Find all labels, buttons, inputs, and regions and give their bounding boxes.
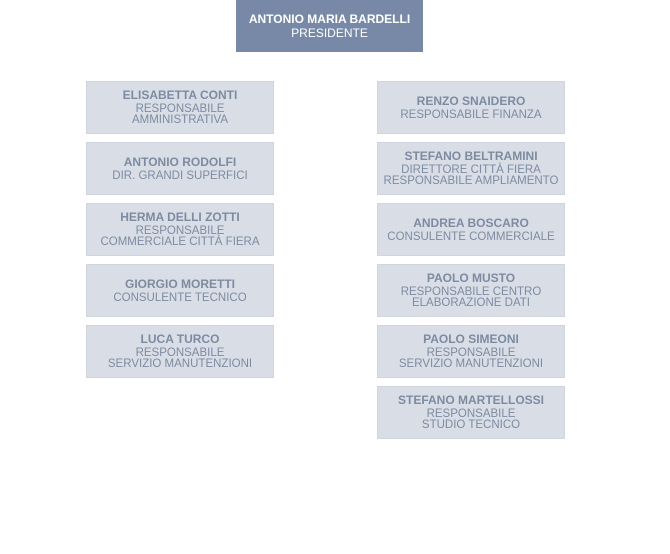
- org-box-left-1: ELISABETTA CONTI RESPONSABILE AMMINISTRA…: [86, 81, 274, 134]
- org-box-role: RESPONSABILE COMMERCIALE CITTÀ FIERA: [100, 225, 260, 248]
- org-box-right-4: PAOLO MUSTO RESPONSABILE CENTRO ELABORAZ…: [377, 264, 565, 317]
- org-box-role: RESPONSABILE AMMINISTRATIVA: [131, 103, 229, 126]
- org-box-right-2: STEFANO BELTRAMINI DIRETTORE CITTÀ FIERA…: [377, 142, 565, 195]
- org-box-name: ANTONIO RODOLFI: [123, 154, 237, 169]
- org-box-role: DIR. GRANDI SUPERFICI: [112, 169, 248, 182]
- org-box-role: CONSULENTE TECNICO: [113, 291, 247, 304]
- org-box-role: RESPONSABILE STUDIO TECNICO: [421, 408, 521, 431]
- org-box-name: LUCA TURCO: [140, 332, 220, 346]
- org-box-right-3: ANDREA BOSCARO CONSULENTE COMMERCIALE: [377, 203, 565, 256]
- org-box-left-5: LUCA TURCO RESPONSABILE SERVIZIO MANUTEN…: [86, 325, 274, 378]
- org-box-left-3: HERMA DELLI ZOTTI RESPONSABILE COMMERCIA…: [86, 203, 274, 256]
- org-box-name: STEFANO MARTELLOSSI: [397, 393, 544, 407]
- president-role: PRESIDENTE: [291, 25, 368, 40]
- org-box-name: STEFANO BELTRAMINI: [404, 149, 538, 163]
- org-box-right-5: PAOLO SIMEONI RESPONSABILE SERVIZIO MANU…: [377, 325, 565, 378]
- org-box-left-2: ANTONIO RODOLFI DIR. GRANDI SUPERFICI: [86, 142, 274, 195]
- org-box-name: RENZO SNAIDERO: [416, 93, 526, 108]
- org-box-name: ELISABETTA CONTI: [122, 88, 238, 102]
- org-box-role: RESPONSABILE CENTRO ELABORAZIONE DATI: [400, 286, 542, 309]
- org-box-role: RESPONSABILE SERVIZIO MANUTENZIONI: [398, 347, 544, 370]
- org-box-name: PAOLO MUSTO: [426, 271, 516, 285]
- org-box-name: HERMA DELLI ZOTTI: [120, 210, 240, 224]
- org-box-left-4: GIORGIO MORETTI CONSULENTE TECNICO: [86, 264, 274, 317]
- org-box-role: CONSULENTE COMMERCIALE: [387, 230, 555, 243]
- president-name: ANTONIO MARIA BARDELLI: [248, 11, 411, 26]
- org-box-role: RESPONSABILE SERVIZIO MANUTENZIONI: [107, 347, 253, 370]
- org-box-right-6: STEFANO MARTELLOSSI RESPONSABILE STUDIO …: [377, 386, 565, 439]
- org-box-name: PAOLO SIMEONI: [423, 332, 519, 346]
- president-box: ANTONIO MARIA BARDELLI PRESIDENTE: [236, 0, 423, 52]
- org-box-name: GIORGIO MORETTI: [125, 276, 235, 291]
- org-box-role: RESPONSABILE FINANZA: [400, 108, 542, 121]
- org-box-right-1: RENZO SNAIDERO RESPONSABILE FINANZA: [377, 81, 565, 134]
- org-box-name: ANDREA BOSCARO: [413, 215, 529, 230]
- org-box-role: DIRETTORE CITTÀ FIERA RESPONSABILE AMPLI…: [383, 164, 559, 187]
